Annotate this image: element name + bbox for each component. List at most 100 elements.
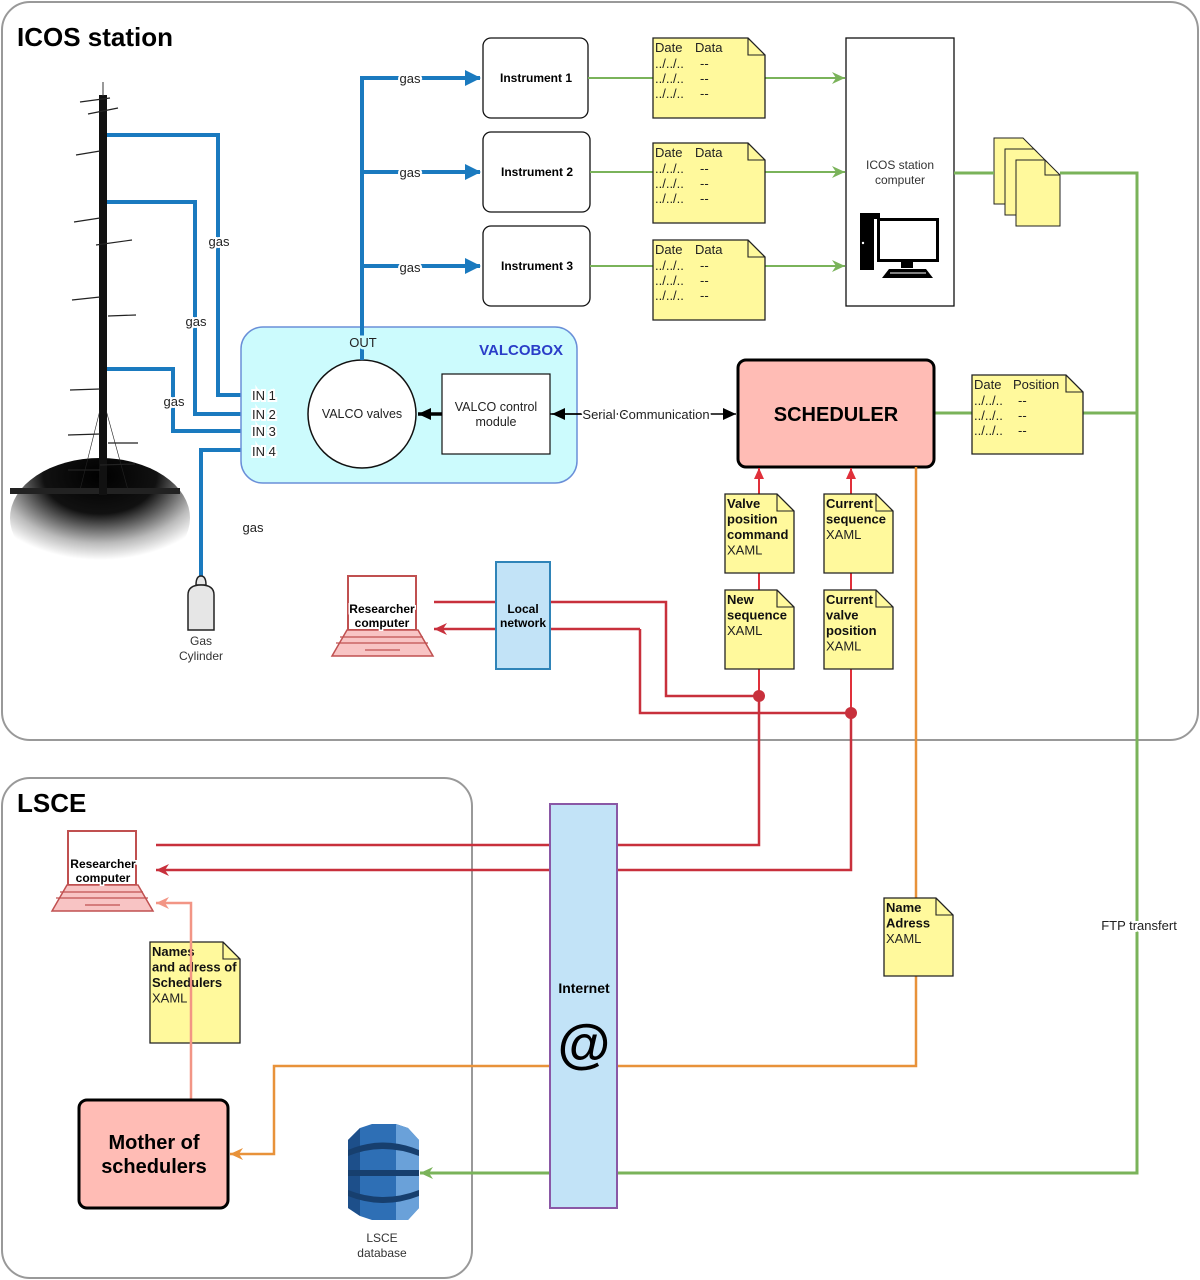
- local-network-label-2: network: [500, 616, 546, 630]
- lsce-researcher-computer: Researcher computer: [50, 830, 155, 912]
- gas-label-1: gas: [209, 234, 230, 249]
- note-text: --: [1018, 408, 1027, 423]
- note-text: and adress of: [152, 960, 237, 975]
- note-text: ../../..: [655, 191, 684, 206]
- instrument-1-gas-label: gas: [400, 71, 421, 86]
- scheduler-label: SCHEDULER: [774, 404, 899, 426]
- local-network-label: Local: [507, 602, 538, 616]
- instrument-2-gas-label: gas: [400, 165, 421, 180]
- note-text: --: [700, 258, 709, 273]
- at-sign-icon: @: [558, 1014, 611, 1074]
- input-label-4: IN 4: [252, 444, 276, 459]
- valco-control-label-2: module: [476, 415, 517, 429]
- name-address-line: [230, 467, 918, 1160]
- note-text: Date: [655, 40, 682, 55]
- note-text: Date: [974, 377, 1001, 392]
- out-gas-pipes: [360, 70, 481, 360]
- gas-label-cylinder: gas: [243, 520, 264, 535]
- local-researcher-label: Researcher: [349, 602, 415, 616]
- note-text: --: [700, 71, 709, 86]
- note-text: XAML: [152, 991, 187, 1006]
- note-text: Schedulers: [152, 975, 222, 990]
- note-text: Name: [886, 900, 921, 915]
- note-text: --: [700, 288, 709, 303]
- instrument-1-label: Instrument 1: [500, 71, 572, 85]
- note-text: valve: [826, 608, 859, 623]
- instrument-3: Instrument 3: [482, 225, 591, 307]
- valco-valves-label: VALCO valves: [322, 407, 402, 421]
- note-text: --: [700, 56, 709, 71]
- valcobox-title: VALCOBOX: [479, 342, 563, 359]
- ftp-transfer-line: [420, 171, 1139, 1179]
- note-text: XAML: [886, 931, 921, 946]
- note-text: --: [700, 191, 709, 206]
- note-text: XAML: [826, 527, 861, 542]
- icos-station-computer: ICOS station computer: [845, 37, 955, 307]
- note-icon: [883, 897, 954, 977]
- schedulers-list-line: [156, 897, 193, 1100]
- note-text: XAML: [727, 623, 762, 638]
- note-text: --: [1018, 423, 1027, 438]
- data-files-icon: [993, 137, 1061, 227]
- note-text: Current: [826, 496, 874, 511]
- note-text: ../../..: [974, 423, 1003, 438]
- note-icon: [149, 941, 241, 1044]
- instrument-2-label: Instrument 2: [501, 165, 573, 179]
- station-computer-label-2: computer: [875, 173, 925, 187]
- note-text: Position: [1013, 377, 1059, 392]
- junction-dot-1: [753, 690, 765, 702]
- note-icon: [823, 493, 894, 574]
- mother-of-schedulers: Mother of schedulers: [77, 1098, 230, 1210]
- note-text: Valve: [727, 496, 760, 511]
- ftp-transfer-label: FTP transfert: [1101, 918, 1177, 933]
- gas-label-3: gas: [164, 394, 185, 409]
- local-researcher-computer: Researcher computer: [330, 575, 435, 657]
- note-text: ../../..: [655, 176, 684, 191]
- note-text: Data: [695, 242, 723, 257]
- note-text: Current: [826, 592, 874, 607]
- note-icon: [724, 589, 795, 670]
- note-text: position: [826, 623, 877, 638]
- gas-pipe-in3: [107, 367, 301, 439]
- gas-cylinder-icon: [187, 584, 215, 631]
- note-text: Date: [655, 242, 682, 257]
- database-label: LSCE: [366, 1231, 397, 1245]
- note-text: --: [700, 273, 709, 288]
- measurement-tower: [10, 82, 190, 578]
- instrument-1: Instrument 1: [482, 37, 589, 119]
- database-icon: [348, 1124, 419, 1220]
- valco-control-module: [441, 373, 551, 455]
- note-text: --: [700, 86, 709, 101]
- note-text: ../../..: [655, 288, 684, 303]
- lsce-title: LSCE: [17, 788, 86, 818]
- input-label-2: IN 2: [252, 407, 276, 422]
- gas-cylinder-label-2: Cylinder: [179, 649, 223, 663]
- note-text: Date: [655, 145, 682, 160]
- note-text: New: [727, 592, 755, 607]
- out-label: OUT: [349, 335, 377, 350]
- note-text: ../../..: [655, 71, 684, 86]
- serial-communication-label: Serial Communication: [582, 407, 709, 422]
- local-network: Local network: [495, 561, 551, 670]
- tower-mast: [99, 95, 107, 495]
- note-text: --: [700, 176, 709, 191]
- gas-cylinder: Gas Cylinder: [179, 575, 223, 663]
- note-text: ../../..: [974, 408, 1003, 423]
- note-text: position: [727, 512, 778, 527]
- note-text: sequence: [727, 608, 787, 623]
- desktop-computer-icon: [860, 213, 939, 278]
- xaml-notes: ValvepositioncommandXAMLCurrentsequenceX…: [149, 493, 954, 1044]
- gas-label-2: gas: [186, 314, 207, 329]
